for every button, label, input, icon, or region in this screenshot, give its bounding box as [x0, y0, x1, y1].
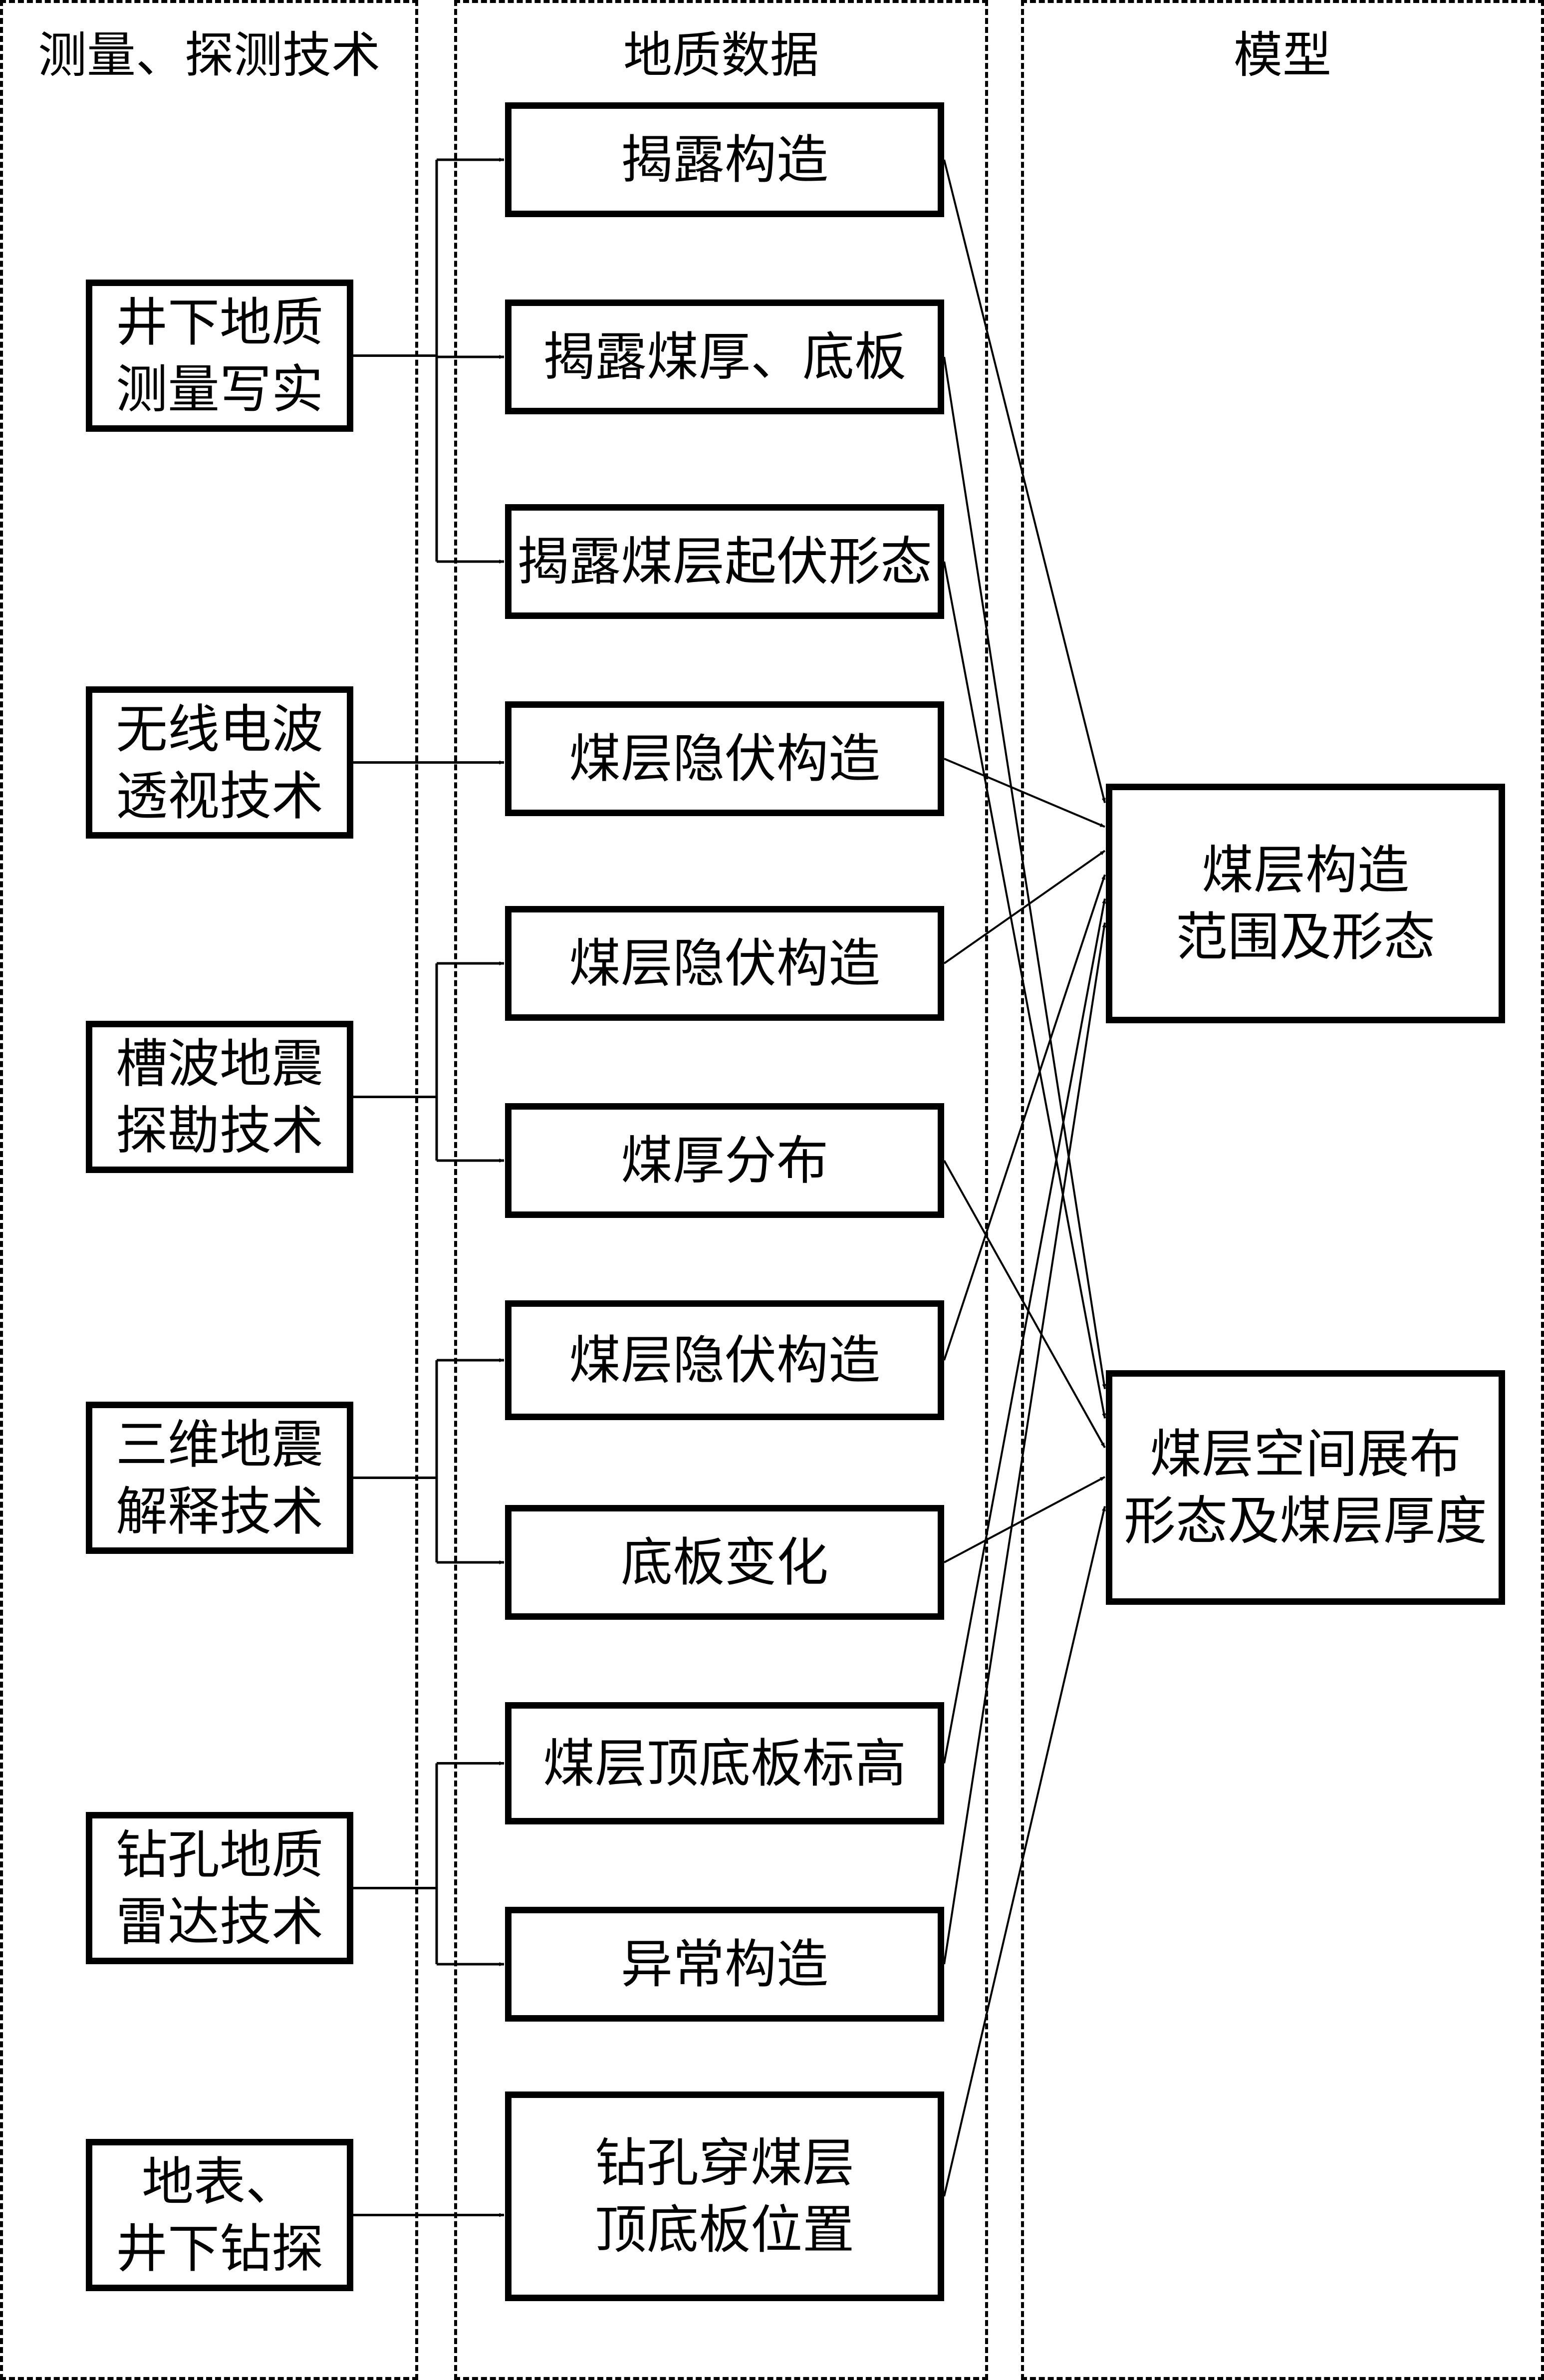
column-data: 地质数据 — [454, 0, 988, 2380]
method-box-3d-seismic[interactable]: 三维地震 解释技术 — [86, 1402, 353, 1554]
data-box-exposed-structure[interactable]: 揭露构造 — [505, 102, 944, 217]
connector-d11-r2 — [943, 1506, 1106, 2197]
connector-d1-r1 — [943, 159, 1106, 803]
connector-d10-r1 — [943, 922, 1106, 1965]
connector-d3-r2 — [943, 561, 1106, 1419]
column-model: 模型 — [1021, 0, 1544, 2380]
data-box-borehole-position[interactable]: 钻孔穿煤层 顶底板位置 — [505, 2091, 944, 2301]
method-box-borehole-radar[interactable]: 钻孔地质 雷达技术 — [86, 1812, 353, 1964]
data-box-hidden-structure-1[interactable]: 煤层隐伏构造 — [505, 701, 944, 816]
data-box-floor-change[interactable]: 底板变化 — [505, 1505, 944, 1620]
data-box-hidden-structure-3[interactable]: 煤层隐伏构造 — [505, 1300, 944, 1420]
connector-d9-r1 — [943, 898, 1106, 1764]
model-box-spatial-thickness[interactable]: 煤层空间展布 形态及煤层厚度 — [1106, 1370, 1505, 1605]
column-header-data: 地质数据 — [623, 27, 819, 84]
column-header-model: 模型 — [1233, 27, 1331, 84]
connector-d2-r2 — [943, 356, 1106, 1390]
connector-d8-r2 — [944, 1476, 1105, 1563]
data-box-exposed-thickness-floor[interactable]: 揭露煤厚、底板 — [505, 299, 944, 414]
connector-d7-r1 — [943, 874, 1106, 1361]
data-box-roof-floor-elevation[interactable]: 煤层顶底板标高 — [505, 1702, 944, 1824]
data-box-thickness-distribution[interactable]: 煤厚分布 — [505, 1103, 944, 1218]
connector-d5-r1 — [943, 850, 1106, 964]
method-box-drilling[interactable]: 地表、 井下钻探 — [86, 2139, 353, 2291]
connector-d6-r2 — [943, 1160, 1106, 1449]
connector-d4-r1 — [944, 758, 1105, 828]
method-box-underground-survey[interactable]: 井下地质 测量写实 — [86, 280, 353, 432]
data-box-exposed-undulation[interactable]: 揭露煤层起伏形态 — [505, 504, 944, 619]
column-methods: 测量、探测技术 — [0, 0, 418, 2380]
column-header-methods: 测量、探测技术 — [37, 27, 380, 84]
data-box-anomalous-structure[interactable]: 异常构造 — [505, 1907, 944, 2022]
method-box-radio-wave[interactable]: 无线电波 透视技术 — [86, 686, 353, 839]
method-box-channel-wave[interactable]: 槽波地震 探勘技术 — [86, 1021, 353, 1173]
model-box-structure-range[interactable]: 煤层构造 范围及形态 — [1106, 784, 1505, 1023]
data-box-hidden-structure-2[interactable]: 煤层隐伏构造 — [505, 906, 944, 1021]
